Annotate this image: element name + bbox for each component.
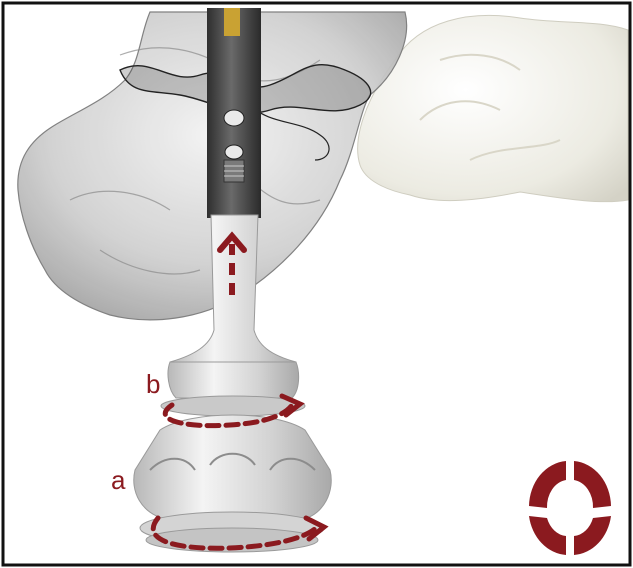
- rod-thread-top: [224, 8, 240, 36]
- label-b: b: [146, 369, 160, 399]
- rod-hole-1: [224, 110, 244, 126]
- rod-hole-2: [225, 145, 243, 159]
- knob-a: [134, 415, 331, 520]
- label-a: a: [111, 465, 126, 495]
- knob-b: [168, 362, 299, 398]
